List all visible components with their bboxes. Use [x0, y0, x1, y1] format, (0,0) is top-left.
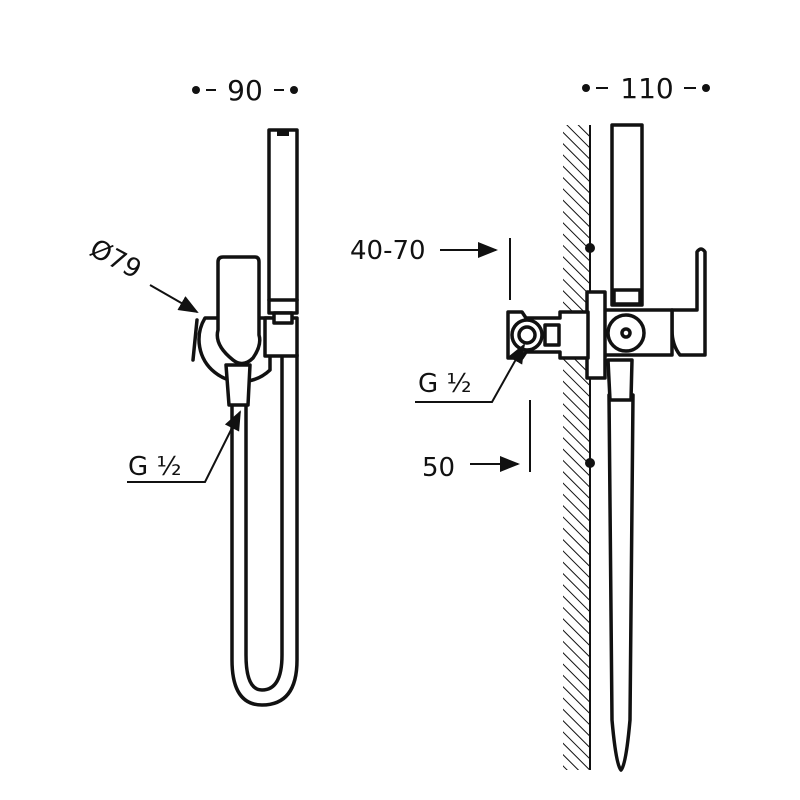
wall-hatch — [563, 125, 590, 770]
hand-shower-side — [610, 123, 644, 307]
offset-label: 50 — [422, 453, 455, 483]
width-dim-label: 90 — [227, 74, 263, 107]
wall-range-label: 40-70 — [350, 236, 426, 266]
hose — [230, 353, 299, 707]
depth-dimension: 110 — [582, 72, 710, 105]
side-view: 110 40-70 G ½ — [350, 72, 710, 772]
width-dimension: 90 — [192, 74, 298, 107]
depth-dim-label: 110 — [620, 72, 673, 105]
hose-side — [607, 393, 635, 772]
mixer-lever — [215, 255, 262, 366]
hose-connector — [224, 363, 252, 407]
thread-label-front: G ½ — [128, 452, 182, 482]
diameter-label: Ø79 — [85, 234, 146, 286]
front-view: 90 Ø79 G ½ — [85, 74, 299, 707]
hand-shower — [267, 128, 299, 315]
thread-label-side: G ½ — [418, 369, 472, 399]
